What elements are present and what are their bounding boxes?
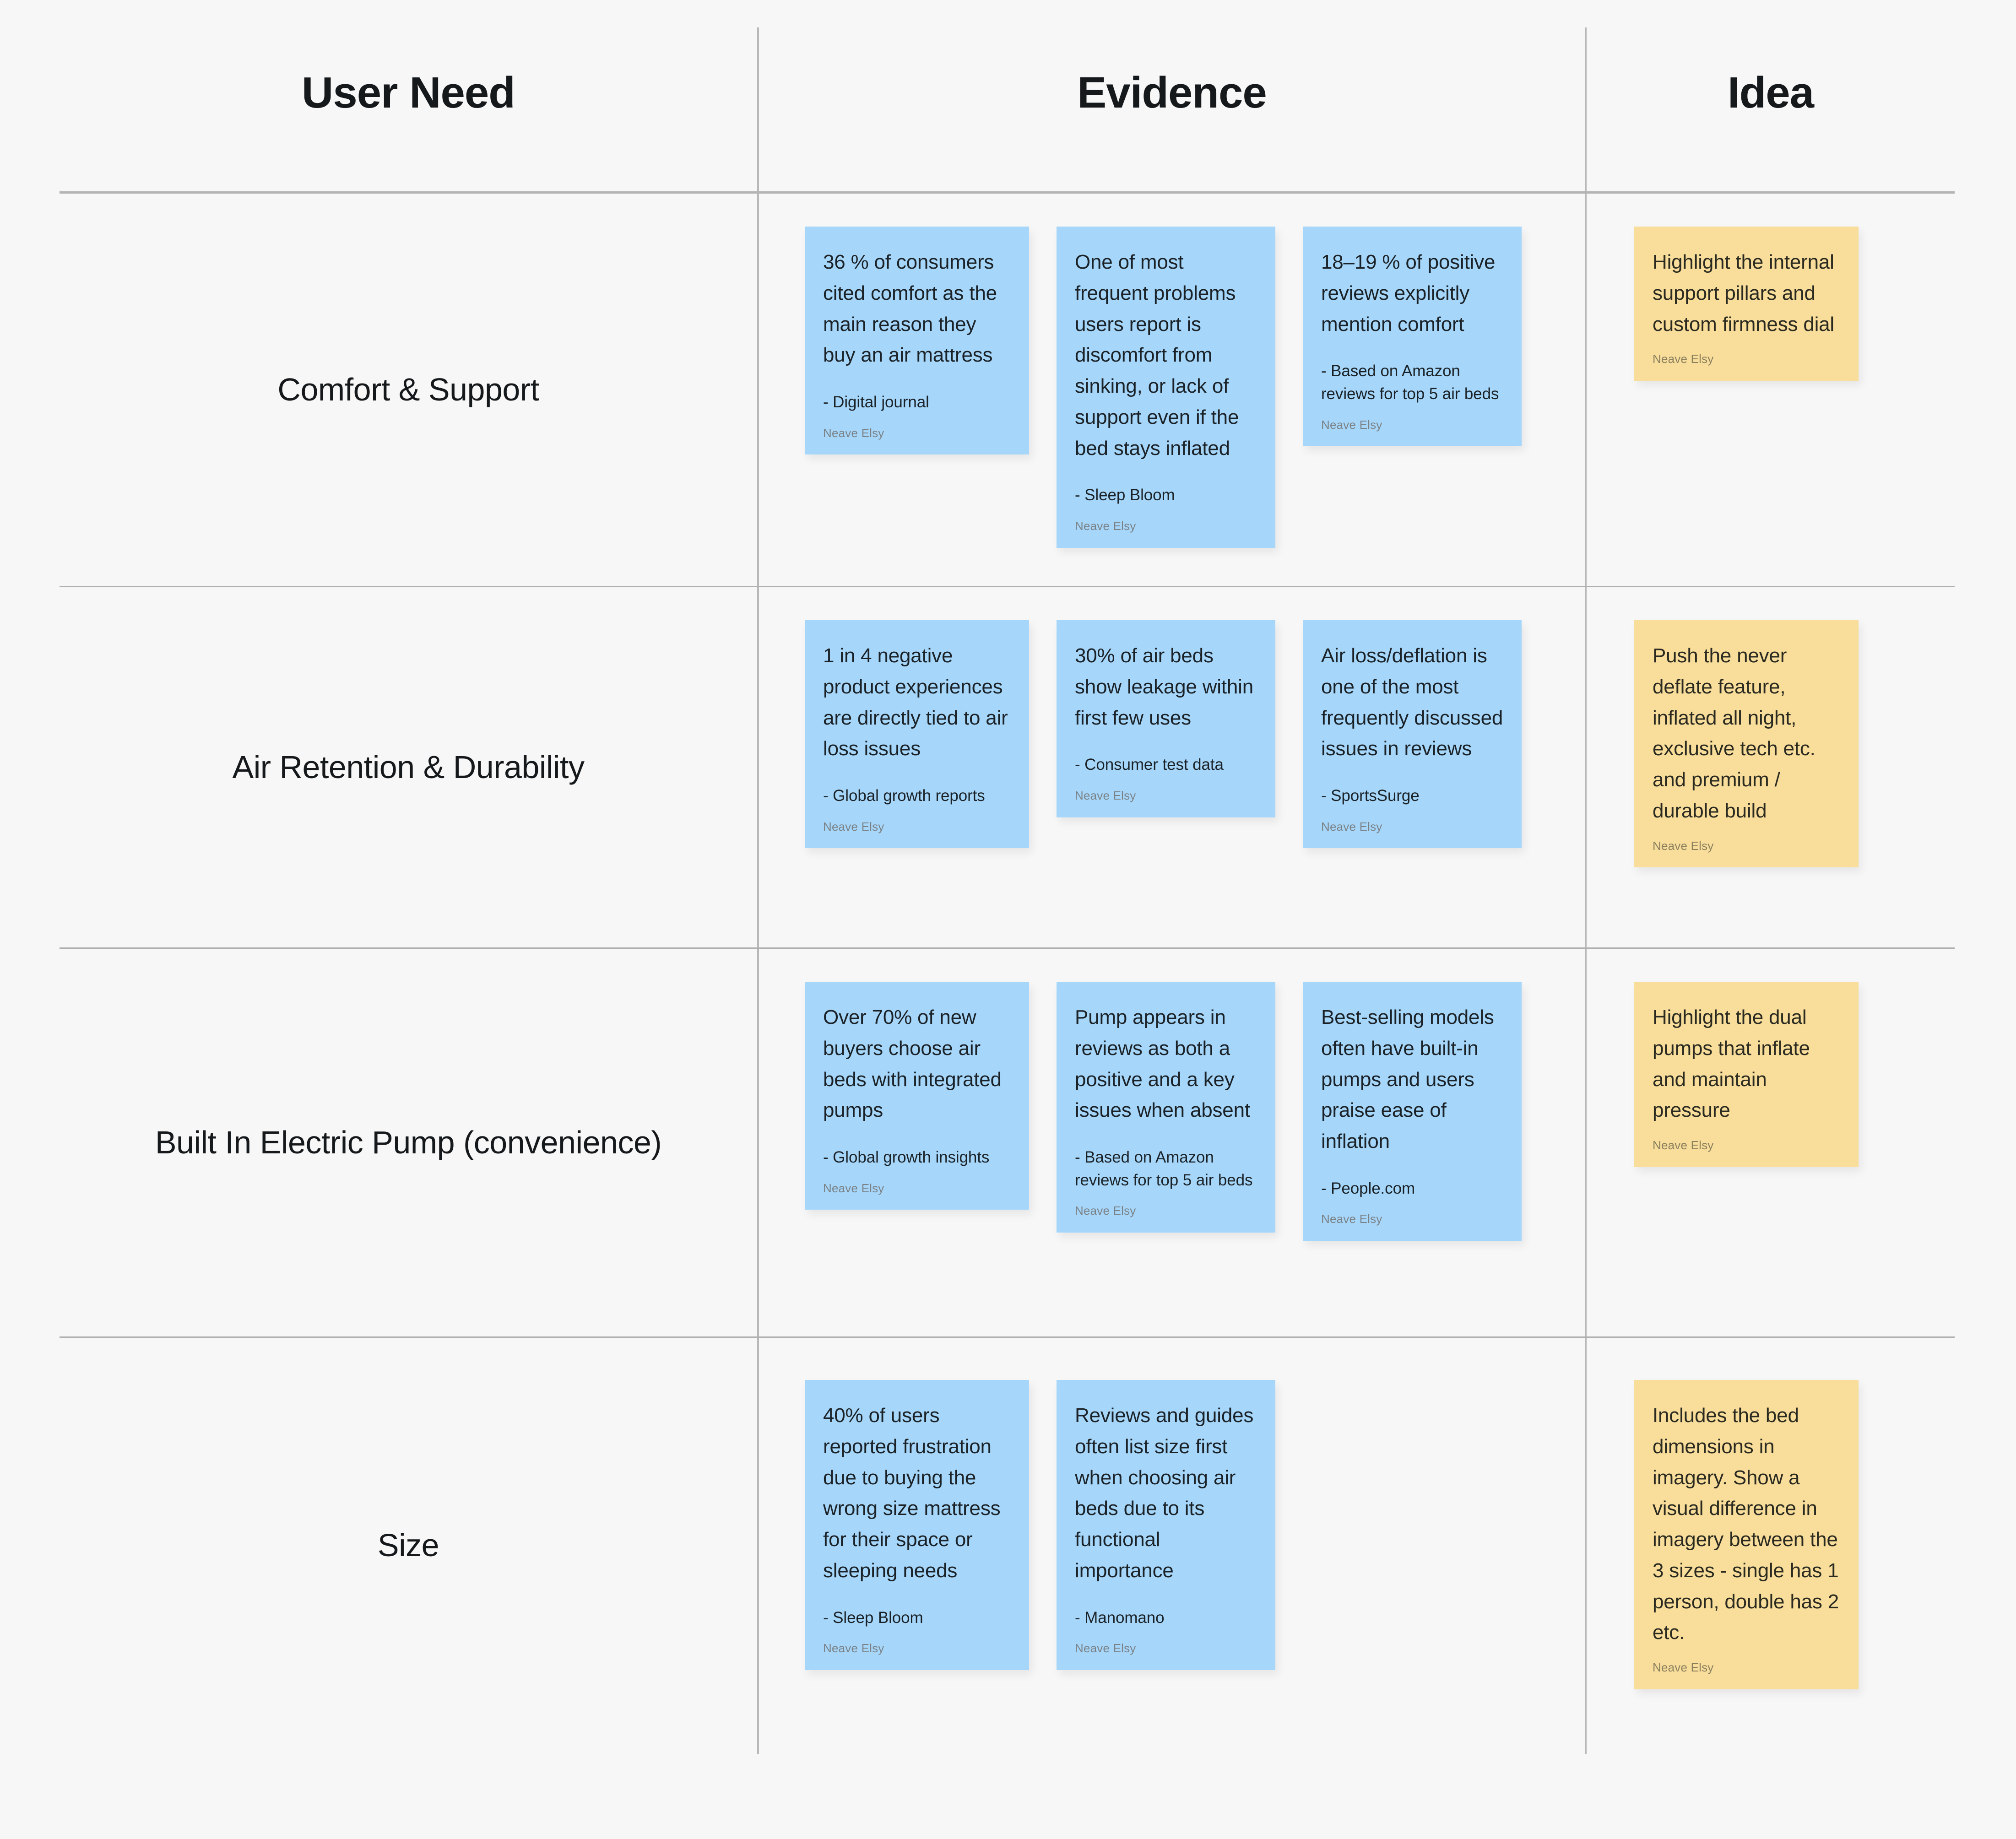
table-row: Comfort & Support 36 % of consumers cite… xyxy=(0,194,2016,586)
note-body: Pump appears in reviews as both a positi… xyxy=(1075,1006,1250,1122)
evidence-note[interactable]: Air loss/deflation is one of the most fr… xyxy=(1303,620,1522,849)
note-body: Highlight the dual pumps that inflate an… xyxy=(1653,1006,1815,1122)
note-body: Air loss/deflation is one of the most fr… xyxy=(1321,644,1509,760)
note-author: Neave Elsy xyxy=(1653,1661,1714,1674)
evidence-note[interactable]: 40% of users reported frustration due to… xyxy=(805,1380,1029,1670)
column-header-evidence: Evidence xyxy=(1077,68,1267,117)
note-body: Includes the bed dimensions in imagery. … xyxy=(1653,1404,1845,1644)
note-body: Highlight the internal support pillars a… xyxy=(1653,251,1840,335)
evidence-cell: 1 in 4 negative product experiences are … xyxy=(759,587,1585,947)
evidence-note[interactable]: Reviews and guides often list size first… xyxy=(1057,1380,1275,1670)
note-source: - Global growth reports xyxy=(823,787,985,805)
note-body: 18–19 % of positive reviews explicitly m… xyxy=(1321,251,1501,335)
row-divider-1 xyxy=(60,586,1955,587)
note-author: Neave Elsy xyxy=(823,819,884,833)
column-header-idea: Idea xyxy=(1727,68,1814,117)
note-author: Neave Elsy xyxy=(1321,417,1382,432)
row-divider-3 xyxy=(60,1336,1955,1338)
user-need-cell: Comfort & Support xyxy=(60,194,757,586)
note-source: - Sleep Bloom xyxy=(1075,486,1175,504)
note-body: 30% of air beds show leakage within firs… xyxy=(1075,644,1259,729)
note-source: - Consumer test data xyxy=(1075,756,1224,774)
column-divider-evidence-idea xyxy=(1585,27,1587,1754)
note-source: - Digital journal xyxy=(823,393,929,411)
user-need-cell: Air Retention & Durability xyxy=(60,587,757,947)
note-author: Neave Elsy xyxy=(1075,1204,1136,1218)
note-author: Neave Elsy xyxy=(1653,1138,1714,1152)
note-source: - People.com xyxy=(1321,1179,1415,1197)
note-author: Neave Elsy xyxy=(1653,838,1714,853)
table-header: User Need Evidence Idea xyxy=(0,0,2016,191)
idea-cell: Highlight the internal support pillars a… xyxy=(1587,194,1955,586)
note-author: Neave Elsy xyxy=(1075,519,1136,533)
note-source: - SportsSurge xyxy=(1321,787,1420,805)
idea-note[interactable]: Highlight the dual pumps that inflate an… xyxy=(1634,982,1859,1167)
table-row: Size 40% of users reported frustration d… xyxy=(0,1338,2016,1753)
evidence-cell: 40% of users reported frustration due to… xyxy=(759,1338,1585,1753)
evidence-note[interactable]: 18–19 % of positive reviews explicitly m… xyxy=(1303,227,1522,447)
evidence-note[interactable]: 30% of air beds show leakage within firs… xyxy=(1057,620,1275,817)
note-source: - Global growth insights xyxy=(823,1148,990,1166)
note-body: Over 70% of new buyers choose air beds w… xyxy=(823,1006,1007,1122)
note-author: Neave Elsy xyxy=(823,1641,884,1655)
evidence-note[interactable]: 36 % of consumers cited comfort as the m… xyxy=(805,227,1029,455)
idea-note[interactable]: Push the never deflate feature, inflated… xyxy=(1634,620,1859,868)
note-source: - Manomano xyxy=(1075,1608,1165,1627)
idea-note[interactable]: Highlight the internal support pillars a… xyxy=(1634,227,1859,381)
note-author: Neave Elsy xyxy=(1653,352,1714,366)
user-need-label: Built In Electric Pump (convenience) xyxy=(155,1125,662,1161)
idea-cell: Highlight the dual pumps that inflate an… xyxy=(1587,949,1955,1336)
table-row: Built In Electric Pump (convenience) Ove… xyxy=(0,949,2016,1336)
user-need-cell: Built In Electric Pump (convenience) xyxy=(60,949,757,1336)
note-author: Neave Elsy xyxy=(1075,788,1136,802)
note-author: Neave Elsy xyxy=(1321,819,1382,833)
note-author: Neave Elsy xyxy=(1321,1212,1382,1226)
evidence-cell: 36 % of consumers cited comfort as the m… xyxy=(759,194,1585,586)
note-author: Neave Elsy xyxy=(823,426,884,440)
note-body: 40% of users reported frustration due to… xyxy=(823,1404,1006,1582)
note-source: - Sleep Bloom xyxy=(823,1608,923,1627)
evidence-note[interactable]: Pump appears in reviews as both a positi… xyxy=(1057,982,1275,1233)
note-author: Neave Elsy xyxy=(823,1181,884,1195)
user-need-label: Size xyxy=(377,1527,439,1563)
table-row: Air Retention & Durability 1 in 4 negati… xyxy=(0,587,2016,947)
note-body: Best-selling models often have built-in … xyxy=(1321,1006,1500,1152)
user-need-label: Comfort & Support xyxy=(277,372,539,408)
row-divider-2 xyxy=(60,947,1955,949)
note-body: One of most frequent problems users repo… xyxy=(1075,251,1245,460)
evidence-note[interactable]: Over 70% of new buyers choose air beds w… xyxy=(805,982,1029,1210)
user-need-cell: Size xyxy=(60,1338,757,1753)
evidence-note[interactable]: One of most frequent problems users repo… xyxy=(1057,227,1275,548)
column-divider-need-evidence xyxy=(757,27,759,1754)
idea-note[interactable]: Includes the bed dimensions in imagery. … xyxy=(1634,1380,1859,1689)
idea-cell: Push the never deflate feature, inflated… xyxy=(1587,587,1955,947)
header-divider xyxy=(60,191,1955,194)
column-header-user-need: User Need xyxy=(302,68,515,117)
note-body: 1 in 4 negative product experiences are … xyxy=(823,644,1013,760)
note-source: - Based on Amazon reviews for top 5 air … xyxy=(1321,362,1499,403)
evidence-note[interactable]: 1 in 4 negative product experiences are … xyxy=(805,620,1029,849)
user-need-label: Air Retention & Durability xyxy=(232,749,585,785)
note-body: 36 % of consumers cited comfort as the m… xyxy=(823,251,1003,367)
evidence-cell: Over 70% of new buyers choose air beds w… xyxy=(759,949,1585,1336)
note-body: Push the never deflate feature, inflated… xyxy=(1653,644,1821,822)
evidence-note[interactable]: Best-selling models often have built-in … xyxy=(1303,982,1522,1241)
idea-cell: Includes the bed dimensions in imagery. … xyxy=(1587,1338,1955,1753)
note-source: - Based on Amazon reviews for top 5 air … xyxy=(1075,1148,1253,1189)
note-body: Reviews and guides often list size first… xyxy=(1075,1404,1259,1582)
note-author: Neave Elsy xyxy=(1075,1641,1136,1655)
